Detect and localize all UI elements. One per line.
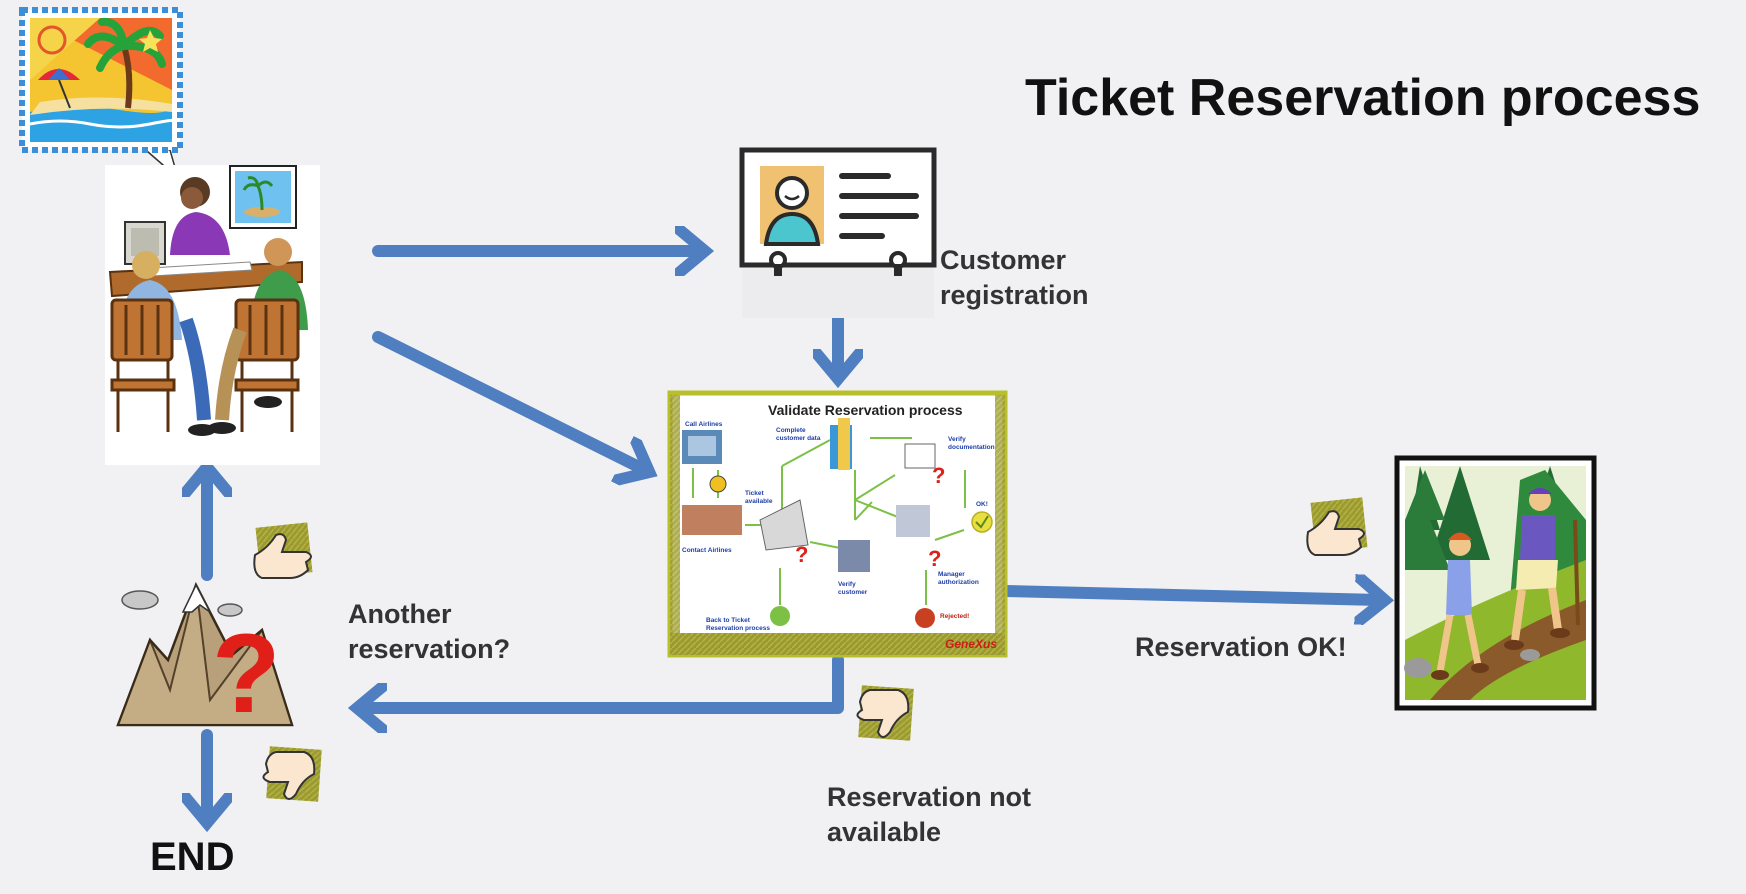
customer-registration-line-2: registration <box>940 280 1089 311</box>
svg-text:?: ? <box>212 611 280 736</box>
genexus-brand: GeneXus <box>945 637 997 651</box>
another-reservation-line-2: reservation? <box>348 634 511 665</box>
mini-label-verify-doc-2: documentation <box>948 444 995 451</box>
mini-label-complete-1: Complete <box>776 427 806 434</box>
reservation-ok-label: Reservation OK! <box>1135 632 1347 662</box>
not-available-line-1: Reservation not <box>827 782 1032 812</box>
mini-label-manager-2: authorization <box>938 579 979 586</box>
mini-label-verify-customer-2: customer <box>838 589 868 596</box>
mini-label-contact-airlines: Contact Airlines <box>682 547 732 554</box>
another-reservation-line-1: Another <box>348 599 452 629</box>
validate-panel-title: Validate Reservation process <box>768 402 963 418</box>
mini-label-ticket-2: available <box>745 498 773 505</box>
thumbs-down-icon <box>856 685 914 741</box>
reservation-not-available-label: Reservation not available <box>827 780 1031 850</box>
not-available-line-2: available <box>827 817 942 848</box>
arrow-validate-to-hikers <box>999 591 1380 600</box>
mini-label-call-airlines: Call Airlines <box>685 421 723 428</box>
customer-registration-label: Customer registration <box>940 243 1089 313</box>
arrow-validate-to-question <box>362 654 844 708</box>
arrows <box>207 251 1380 818</box>
svg-text:?: ? <box>795 542 808 567</box>
thumbs-down-icon <box>262 746 322 802</box>
arrow-office-to-validate <box>372 331 645 470</box>
mini-label-verify-customer-1: Verify <box>838 581 856 588</box>
thumbs-up-icon <box>253 522 313 579</box>
customer-registration-line-1: Customer <box>940 245 1067 275</box>
mini-label-manager-1: Manager <box>938 571 965 578</box>
svg-text:?: ? <box>928 546 941 571</box>
another-reservation-label: Another reservation? <box>348 597 510 667</box>
hikers-icon <box>1394 455 1597 711</box>
thumbs-up-icon <box>1306 497 1368 556</box>
mini-label-ticket-1: Ticket <box>745 490 765 497</box>
mini-label-back-1: Back to Ticket <box>706 617 751 624</box>
svg-text:?: ? <box>932 463 945 488</box>
diagram-title: Ticket Reservation process <box>1025 69 1701 127</box>
beach-postcard-icon <box>19 7 183 181</box>
mini-label-complete-2: customer data <box>776 435 821 442</box>
validate-reservation-panel: Validate Reservation process <box>667 390 1008 658</box>
mini-label-rejected: Rejected! <box>940 613 969 620</box>
mini-label-back-2: Reservation process <box>706 625 770 632</box>
mini-label-verify-doc-1: Verify <box>948 436 966 443</box>
mini-label-ok: OK! <box>976 501 988 508</box>
customer-registration-card-icon <box>739 147 937 318</box>
another-reservation-question-icon: ? <box>116 581 294 736</box>
travel-agent-office-icon <box>105 165 320 465</box>
end-label: END <box>150 835 235 879</box>
